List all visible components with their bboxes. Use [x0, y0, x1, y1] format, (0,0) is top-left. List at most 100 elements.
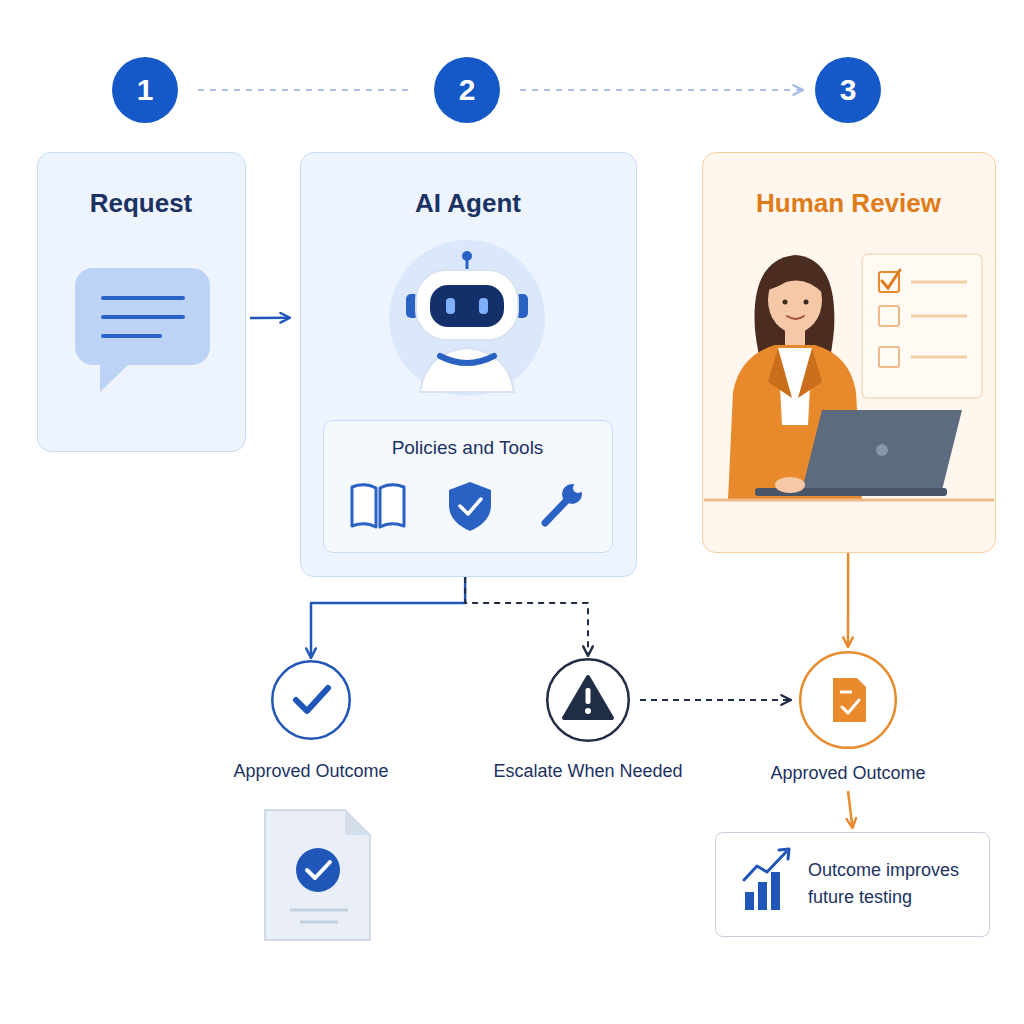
circle-shape: [547, 659, 629, 741]
checklist-line: [911, 356, 967, 359]
step-circle: 2: [434, 57, 500, 123]
hand: [775, 477, 805, 493]
shield-icon: [449, 482, 491, 531]
document-badge: [296, 848, 340, 892]
document-check: [307, 862, 330, 878]
tools-panel: Policies and Tools: [323, 420, 613, 553]
book-page: [352, 485, 376, 527]
lapel: [798, 348, 822, 398]
approved-doc-sheet: [833, 678, 866, 722]
wrench-notch: [573, 483, 583, 493]
note-text: Outcome improves future testing: [808, 857, 983, 911]
reviewer-figure: [704, 255, 994, 500]
panel-heading: Policies and Tools: [324, 433, 611, 463]
circle-shape: [272, 661, 350, 739]
flow-connector: [847, 553, 850, 647]
warning-icon: [564, 677, 612, 718]
checkbox: [879, 306, 899, 326]
step-number: 2: [434, 57, 500, 123]
circle-shape: [815, 57, 881, 123]
step-number: 3: [815, 57, 881, 123]
face: [768, 267, 822, 333]
chart-bar: [771, 872, 780, 910]
document-sheet: [265, 810, 370, 940]
card-shape: [862, 254, 982, 398]
connector-group: [198, 90, 853, 828]
wrench-icon: [545, 483, 583, 523]
flow-connector: [311, 577, 465, 658]
eye: [783, 300, 788, 305]
circle-outline: [546, 658, 630, 742]
node-heading: Request: [38, 183, 244, 223]
flow-connector: [640, 699, 791, 701]
robot-visor: [430, 285, 504, 327]
approved-doc-line: [840, 691, 852, 694]
checkmark: [882, 270, 900, 288]
node-heading: AI Agent: [301, 183, 635, 223]
chat-line: [103, 315, 183, 319]
outcome-label: Escalate When Needed: [458, 759, 718, 783]
chart-bar: [745, 892, 754, 910]
warning-triangle: [564, 677, 612, 718]
book-icon: [352, 485, 404, 527]
outcome-label: Approved Outcome: [718, 761, 978, 785]
node-heading: Human Review: [703, 183, 994, 223]
book-page: [380, 485, 404, 527]
robot-backdrop: [389, 240, 545, 396]
checkbox: [879, 272, 899, 292]
laptop-base: [755, 488, 947, 496]
stage-box: Request: [37, 152, 246, 452]
checklist-line: [911, 315, 967, 318]
jacket: [728, 345, 862, 500]
laptop-screen: [802, 410, 962, 490]
flow-connector: [465, 577, 588, 656]
approved-doc-check: [842, 700, 859, 713]
outcome-circle: Approved Outcome: [271, 660, 351, 740]
shield-shape: [449, 482, 491, 531]
circle-shape: [800, 652, 896, 748]
step-circle: 1: [112, 57, 178, 123]
outcome-label: Approved Outcome: [181, 759, 441, 783]
robot-eye: [446, 298, 455, 314]
robot-eye: [479, 298, 488, 314]
document-fold: [345, 810, 370, 835]
checkbox: [879, 347, 899, 367]
flow-connector: [250, 317, 290, 320]
robot-antenna: [466, 258, 469, 272]
chart-arrowhead: [779, 849, 789, 859]
flow-connector: [848, 791, 853, 828]
outcome-circle: Approved Outcome: [799, 651, 897, 749]
escalation-circle: Escalate When Needed: [546, 658, 630, 742]
chat-bubble: [75, 268, 210, 392]
robot-icon: [389, 240, 545, 396]
warning-dot: [585, 708, 591, 714]
robot-body: [420, 348, 514, 392]
step-circle: 3: [815, 57, 881, 123]
chat-line: [103, 296, 183, 300]
shield-check: [460, 499, 481, 514]
checklist-line: [911, 281, 967, 284]
document-line: [290, 909, 348, 912]
eye: [804, 300, 809, 305]
circle-outline: [799, 651, 897, 749]
wrench-handle: [545, 499, 568, 523]
robot-antenna-ball: [462, 251, 472, 261]
neck: [785, 326, 805, 348]
smile: [787, 316, 804, 319]
chart-trend: [744, 852, 786, 880]
chart-bar: [758, 882, 767, 910]
checklist-card: [862, 254, 982, 398]
document-line: [300, 921, 338, 924]
hair-back: [755, 255, 835, 382]
laptop-logo: [876, 444, 888, 456]
lapel: [768, 348, 792, 398]
warning-bar: [586, 688, 591, 704]
robot-ear: [406, 294, 419, 318]
flow-connector: [520, 89, 803, 91]
robot-head: [416, 270, 518, 340]
review-box: Human Review: [702, 152, 996, 553]
check-icon: [296, 688, 328, 711]
circle-shape: [434, 57, 500, 123]
chat-icon: [75, 268, 210, 392]
